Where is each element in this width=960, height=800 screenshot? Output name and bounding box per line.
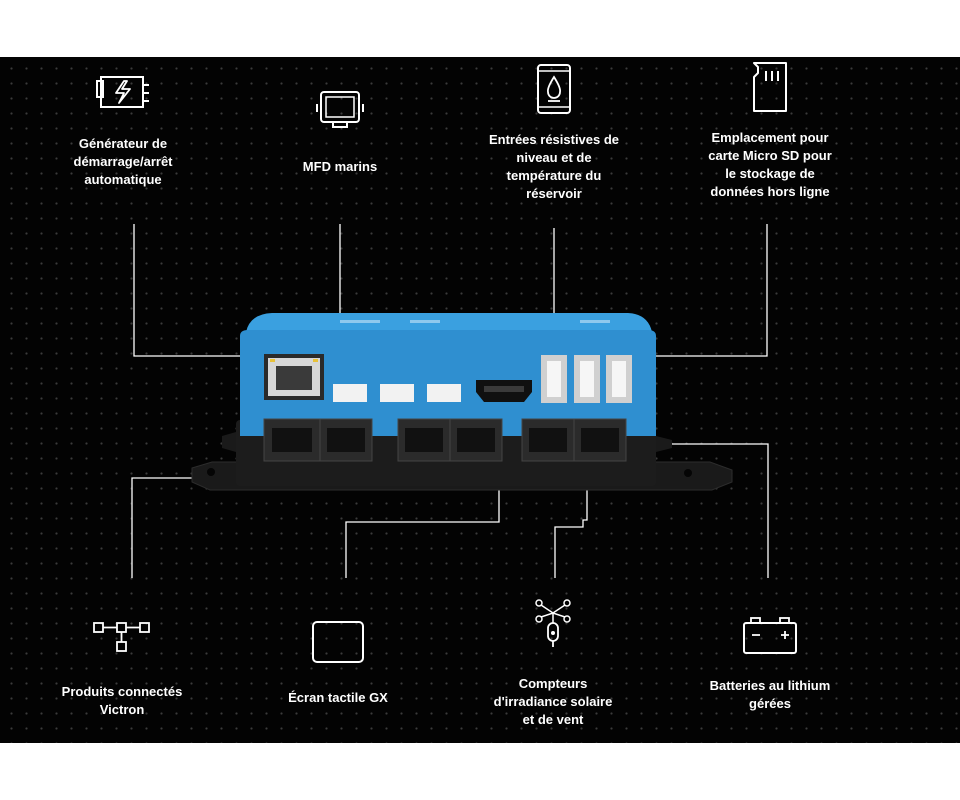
cerbo-gx-device [191,313,733,491]
feature-generator-label: Générateur de démarrage/arrêt automatiqu… [73,136,173,187]
network-nodes-icon [93,622,150,652]
feature-tank-label: Entrées résistives de niveau et de tempé… [488,132,620,201]
connector-sd [652,224,768,357]
feature-sd: Emplacement pour carte Micro SD pour le … [695,59,845,201]
feature-gx-touch-label: Écran tactile GX [288,690,388,705]
feature-victron-label: Produits connectés Victron [61,684,183,717]
feature-mfd: MFD marins [290,90,390,176]
touchscreen-icon [312,621,364,663]
feature-batteries: Batteries au lithium gérées [698,613,842,713]
feature-sensors: Compteurs d'irradiance solaire et de ven… [478,597,628,729]
feature-batteries-label: Batteries au lithium gérées [709,678,831,711]
micro-sd-card-icon [753,62,787,112]
mfd-display-icon [316,91,364,128]
feature-mfd-label: MFD marins [302,159,378,174]
connector-generator [133,224,240,357]
feature-sd-label: Emplacement pour carte Micro SD pour le … [708,130,832,199]
feature-tank: Entrées résistives de niveau et de tempé… [476,61,632,203]
feature-generator: Générateur de démarrage/arrêt automatiqu… [58,71,188,189]
feature-victron: Produits connectés Victron [52,613,192,719]
feature-gx-touch: Écran tactile GX [278,619,398,707]
generator-icon [96,76,149,108]
battery-icon [743,617,797,654]
connector-sensors [554,382,588,578]
tank-level-icon [537,64,571,114]
diagram-canvas: Générateur de démarrage/arrêt automatiqu… [0,57,960,743]
feature-sensors-label: Compteurs d'irradiance solaire et de ven… [493,676,613,727]
sensor-icon [535,599,571,647]
